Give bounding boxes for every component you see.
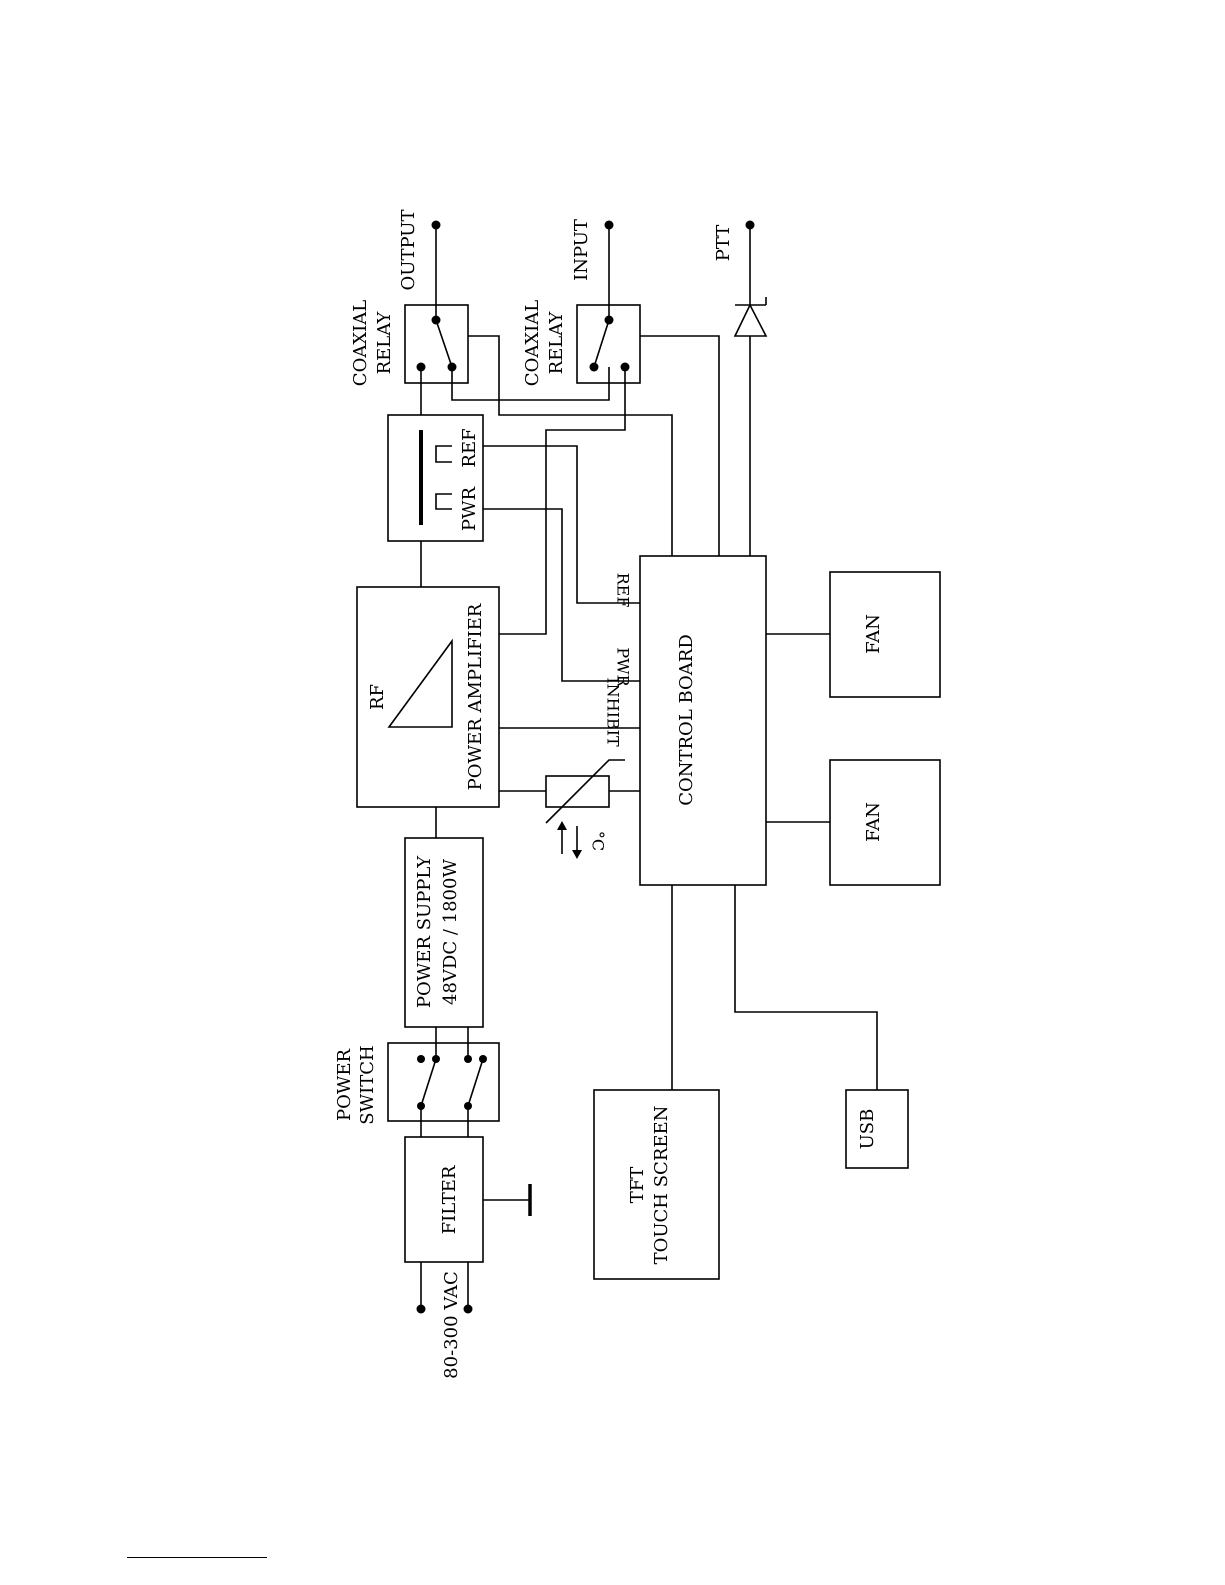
label-coupler-pwr: PWR <box>459 486 480 531</box>
fan-box-upper <box>830 572 940 697</box>
label-power-supply-line2: 48VDC / 1800W <box>440 859 461 1005</box>
label-power-switch-line1: POWER <box>334 1049 355 1122</box>
temperature-arrows-icon <box>557 821 582 859</box>
label-rf: RF <box>367 684 388 710</box>
label-output-relay-line2: RELAY <box>374 310 395 374</box>
label-output-relay-line1: COAXIAL <box>350 300 371 386</box>
label-power-supply-line1: POWER SUPPLY <box>414 855 435 1008</box>
label-ptt: PTT <box>713 225 734 261</box>
label-power-amplifier: POWER AMPLIFIER <box>465 603 486 790</box>
fan-box-lower <box>830 760 940 885</box>
label-signal-ref: REF <box>614 573 633 608</box>
label-temperature: °C <box>589 831 608 851</box>
footnote-separator <box>127 1557 267 1558</box>
label-tft-line2: TOUCH SCREEN <box>651 1106 672 1265</box>
label-usb: USB <box>857 1109 878 1150</box>
label-filter: FILTER <box>439 1165 460 1234</box>
label-input-relay-line1: COAXIAL <box>522 300 543 386</box>
wire-control-to-input-relay <box>640 336 719 556</box>
control-board-box <box>640 556 766 885</box>
label-input: INPUT <box>571 219 592 281</box>
thermistor-icon <box>499 760 640 823</box>
label-fan-upper: FAN <box>863 614 884 654</box>
label-output: OUTPUT <box>398 210 419 291</box>
label-signal-inhibit: INHIBIT <box>604 677 623 747</box>
label-coupler-ref: REF <box>459 428 480 467</box>
label-control-board: CONTROL BOARD <box>676 634 697 806</box>
ground-symbol <box>483 1184 530 1216</box>
power-switch-box <box>388 1043 499 1121</box>
label-fan-lower: FAN <box>863 802 884 842</box>
label-vac: 80-300 VAC <box>441 1271 462 1379</box>
wire-control-to-usb <box>735 885 877 1090</box>
ptt-line <box>746 221 755 557</box>
label-input-relay-line2: RELAY <box>546 310 567 374</box>
label-tft-line1: TFT <box>627 1167 648 1204</box>
label-power-switch-line2: SWITCH <box>357 1045 378 1124</box>
